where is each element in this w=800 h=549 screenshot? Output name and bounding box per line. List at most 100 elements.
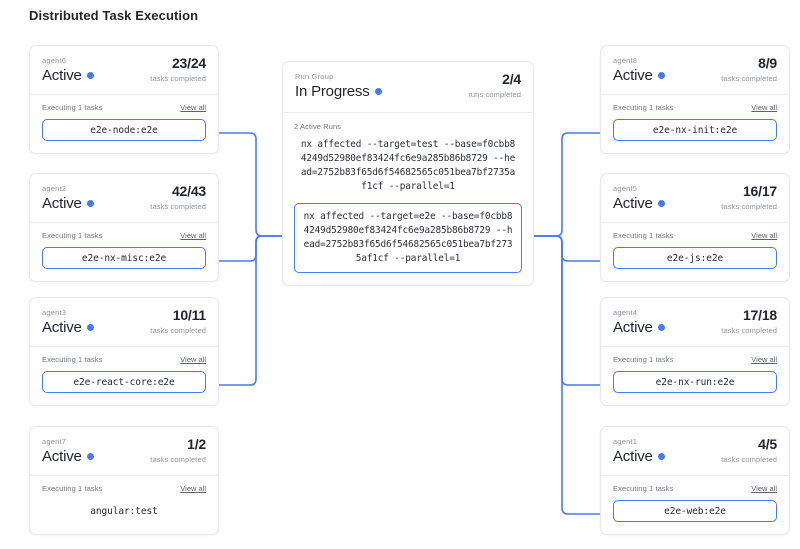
executing-label: Executing 1 tasks (613, 103, 674, 112)
agent-card-header: agent8 Active 8/9 tasks completed (601, 46, 789, 94)
agent-status-label: Active (613, 195, 653, 212)
agent-progress-label: tasks completed (721, 202, 777, 211)
view-all-link[interactable]: View all (751, 231, 777, 240)
agent-card-body: Executing 1 tasks View all e2e-web:e2e (601, 476, 789, 534)
divider (30, 222, 218, 223)
agent-card-agent1[interactable]: agent1 Active 4/5 tasks completed Execut… (600, 426, 790, 535)
agent-card-agent2[interactable]: agent2 Active 42/43 tasks completed Exec… (29, 173, 219, 282)
agent-card-body: Executing 1 tasks View all e2e-js:e2e (601, 223, 789, 281)
agent-status-label: Active (42, 195, 82, 212)
executing-label: Executing 1 tasks (42, 484, 103, 493)
divider (601, 346, 789, 347)
agent-card-agent6[interactable]: agent6 Active 23/24 tasks completed Exec… (29, 45, 219, 154)
agent-name: agent3 (42, 308, 67, 317)
run-command-highlighted[interactable]: nx affected --target=e2e --base=f0cbb842… (294, 203, 522, 273)
agent-progress-label: tasks completed (150, 202, 206, 211)
view-all-link[interactable]: View all (180, 103, 206, 112)
agent-card-agent4[interactable]: agent4 Active 17/18 tasks completed Exec… (600, 297, 790, 406)
agent-status: Active (42, 319, 206, 336)
agent-status: Active (613, 67, 777, 84)
run-group-count-label: runs completed (468, 90, 521, 99)
executing-label: Executing 1 tasks (42, 231, 103, 240)
run-group-body: 2 Active Runs nx affected --target=test … (283, 113, 533, 285)
status-dot-icon (86, 72, 94, 79)
task-pill[interactable]: e2e-web:e2e (613, 500, 777, 522)
agent-card-body: Executing 1 tasks View all e2e-react-cor… (30, 347, 218, 405)
view-all-link[interactable]: View all (180, 484, 206, 493)
agent-name: agent4 (613, 308, 638, 317)
view-all-link[interactable]: View all (180, 355, 206, 364)
agent-status-label: Active (42, 67, 82, 84)
agent-progress: 17/18 tasks completed (721, 307, 777, 335)
agent-progress-label: tasks completed (150, 326, 206, 335)
task-pill[interactable]: e2e-js:e2e (613, 247, 777, 269)
agent-progress-count: 1/2 (187, 436, 206, 452)
agent-status-label: Active (613, 448, 653, 465)
agent-name: agent5 (613, 184, 638, 193)
agent-card-agent3[interactable]: agent3 Active 10/11 tasks completed Exec… (29, 297, 219, 406)
status-dot-icon (657, 453, 665, 460)
divider (30, 475, 218, 476)
executing-label: Executing 1 tasks (613, 355, 674, 364)
task-pill[interactable]: angular:test (42, 500, 206, 522)
agent-progress-label: tasks completed (721, 326, 777, 335)
agent-progress: 1/2 tasks completed (150, 436, 206, 464)
agent-card-header: agent6 Active 23/24 tasks completed (30, 46, 218, 94)
view-all-link[interactable]: View all (751, 484, 777, 493)
task-pill[interactable]: e2e-node:e2e (42, 119, 206, 141)
executing-label: Executing 1 tasks (42, 103, 103, 112)
agent-progress-label: tasks completed (150, 455, 206, 464)
run-group-progress: 2/4 runs completed (468, 71, 521, 99)
agent-name: agent6 (42, 56, 67, 65)
divider (283, 112, 533, 113)
agent-card-agent7[interactable]: agent7 Active 1/2 tasks completed Execut… (29, 426, 219, 535)
agent-status: Active (42, 448, 206, 465)
agent-status: Active (42, 67, 206, 84)
agent-status: Active (42, 195, 206, 212)
agent-card-body: Executing 1 tasks View all e2e-nx-misc:e… (30, 223, 218, 281)
agent-progress: 10/11 tasks completed (150, 307, 206, 335)
agent-progress-count: 16/17 (742, 183, 777, 199)
agent-card-agent5[interactable]: agent5 Active 16/17 tasks completed Exec… (600, 173, 790, 282)
executing-label: Executing 1 tasks (613, 231, 674, 240)
view-all-link[interactable]: View all (751, 355, 777, 364)
run-group-status: In Progress (295, 83, 521, 100)
task-pill[interactable]: e2e-nx-run:e2e (613, 371, 777, 393)
agent-card-header: agent1 Active 4/5 tasks completed (601, 427, 789, 475)
agent-name: agent2 (42, 184, 67, 193)
run-command[interactable]: nx affected --target=test --base=f0cbb84… (300, 139, 516, 192)
agent-progress-label: tasks completed (150, 74, 206, 83)
agent-progress-label: tasks completed (721, 455, 777, 464)
status-dot-icon (86, 324, 94, 331)
status-dot-icon (657, 324, 665, 331)
divider (601, 94, 789, 95)
agent-progress-count: 42/43 (171, 183, 206, 199)
agent-name: agent7 (42, 437, 67, 446)
run-group-status-label: In Progress (295, 83, 370, 100)
agent-progress-count: 8/9 (758, 55, 777, 71)
agent-progress: 23/24 tasks completed (150, 55, 206, 83)
agent-name: agent1 (613, 437, 638, 446)
active-runs-label: 2 Active Runs (294, 122, 342, 131)
task-pill[interactable]: e2e-nx-misc:e2e (42, 247, 206, 269)
agent-progress: 16/17 tasks completed (721, 183, 777, 211)
agent-progress-count: 4/5 (758, 436, 777, 452)
divider (601, 475, 789, 476)
run-group-count: 2/4 (502, 71, 521, 87)
run-group-card[interactable]: Run Group In Progress 2/4 runs completed… (282, 61, 534, 286)
status-dot-icon (86, 453, 94, 460)
task-pill[interactable]: e2e-nx-init:e2e (613, 119, 777, 141)
agent-card-header: agent4 Active 17/18 tasks completed (601, 298, 789, 346)
agent-status: Active (613, 448, 777, 465)
agent-progress-count: 17/18 (742, 307, 777, 323)
agent-card-header: agent3 Active 10/11 tasks completed (30, 298, 218, 346)
view-all-link[interactable]: View all (180, 231, 206, 240)
agent-card-body: Executing 1 tasks View all e2e-node:e2e (30, 95, 218, 153)
task-pill[interactable]: e2e-react-core:e2e (42, 371, 206, 393)
agent-progress: 8/9 tasks completed (721, 55, 777, 83)
agent-card-agent8[interactable]: agent8 Active 8/9 tasks completed Execut… (600, 45, 790, 154)
agent-status: Active (613, 319, 777, 336)
agent-status-label: Active (42, 448, 82, 465)
view-all-link[interactable]: View all (751, 103, 777, 112)
